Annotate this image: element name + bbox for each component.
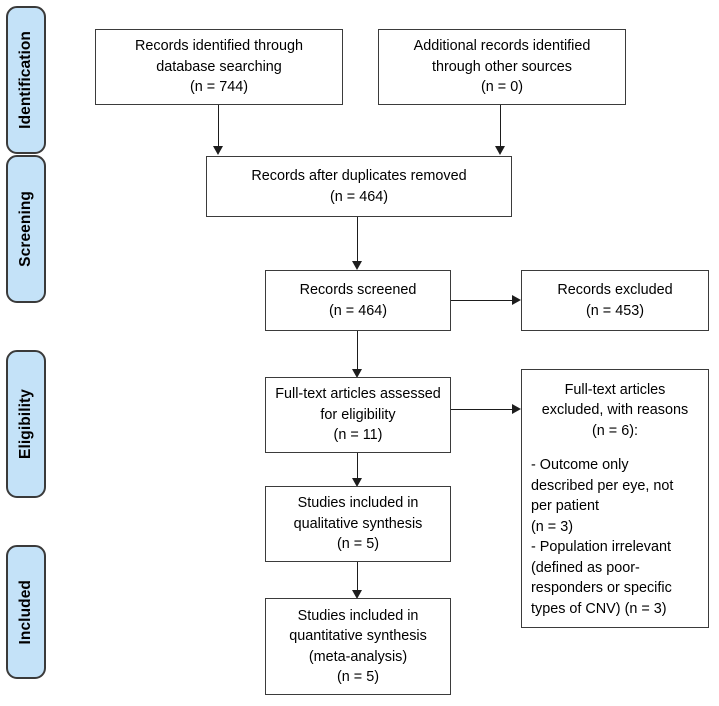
box-records-screened-text: Records screened (n = 464) [299, 282, 417, 319]
box-qualitative-synthesis: Studies included in qualitative synthesi… [265, 486, 451, 562]
arrowhead-duplicates-to-screened [352, 261, 362, 270]
arrowhead-additional-to-duplicates [495, 146, 505, 155]
stage-label-screening: Screening [17, 191, 34, 267]
arrowhead-identified-to-duplicates [213, 146, 223, 155]
stage-label-included: Included [17, 579, 34, 645]
box-fulltext-excluded-reasons: Full-text articles excluded, with reason… [521, 369, 709, 628]
arrowhead-screened-to-fulltext [352, 369, 362, 378]
stage-tab-included: Included [6, 545, 46, 679]
box-fulltext-excluded-reason-list: - Outcome only described per eye, not pe… [531, 457, 674, 617]
arrowhead-fulltext-to-excluded [512, 404, 521, 414]
box-after-duplicates: Records after duplicates removed (n = 46… [206, 156, 512, 217]
box-records-identified-text: Records identified through database sear… [135, 38, 303, 96]
connector-additional-to-duplicates [500, 105, 501, 147]
box-additional-records-text: Additional records identified through ot… [413, 38, 591, 96]
box-fulltext-assessed: Full-text articles assessed for eligibil… [265, 377, 451, 453]
box-quantitative-synthesis-text: Studies included in quantitative synthes… [289, 607, 427, 685]
box-records-excluded-text: Records excluded (n = 453) [557, 282, 673, 319]
stage-tab-screening: Screening [6, 155, 46, 303]
arrowhead-qualitative-to-quantitative [352, 590, 362, 599]
connector-screened-to-excluded [451, 300, 513, 301]
connector-fulltext-to-qualitative [357, 453, 358, 479]
connector-screened-to-fulltext [357, 331, 358, 370]
box-qualitative-synthesis-text: Studies included in qualitative synthesi… [293, 495, 423, 553]
box-fulltext-assessed-text: Full-text articles assessed for eligibil… [275, 386, 441, 444]
stage-label-identification: Identification [17, 31, 34, 129]
box-records-identified: Records identified through database sear… [95, 29, 343, 105]
box-quantitative-synthesis: Studies included in quantitative synthes… [265, 598, 451, 695]
connector-fulltext-to-excluded [451, 409, 513, 410]
connector-identified-to-duplicates [218, 105, 219, 147]
stage-tab-identification: Identification [6, 6, 46, 154]
arrowhead-fulltext-to-qualitative [352, 478, 362, 487]
connector-duplicates-to-screened [357, 217, 358, 262]
box-additional-records: Additional records identified through ot… [378, 29, 626, 105]
connector-qualitative-to-quantitative [357, 562, 358, 591]
stage-tab-eligibility: Eligibility [6, 350, 46, 498]
box-after-duplicates-text: Records after duplicates removed (n = 46… [251, 168, 467, 205]
box-records-excluded: Records excluded (n = 453) [521, 270, 709, 331]
arrowhead-screened-to-excluded [512, 295, 521, 305]
stage-label-eligibility: Eligibility [17, 389, 34, 459]
box-fulltext-excluded-heading: Full-text articles excluded, with reason… [541, 382, 689, 439]
box-records-screened: Records screened (n = 464) [265, 270, 451, 331]
